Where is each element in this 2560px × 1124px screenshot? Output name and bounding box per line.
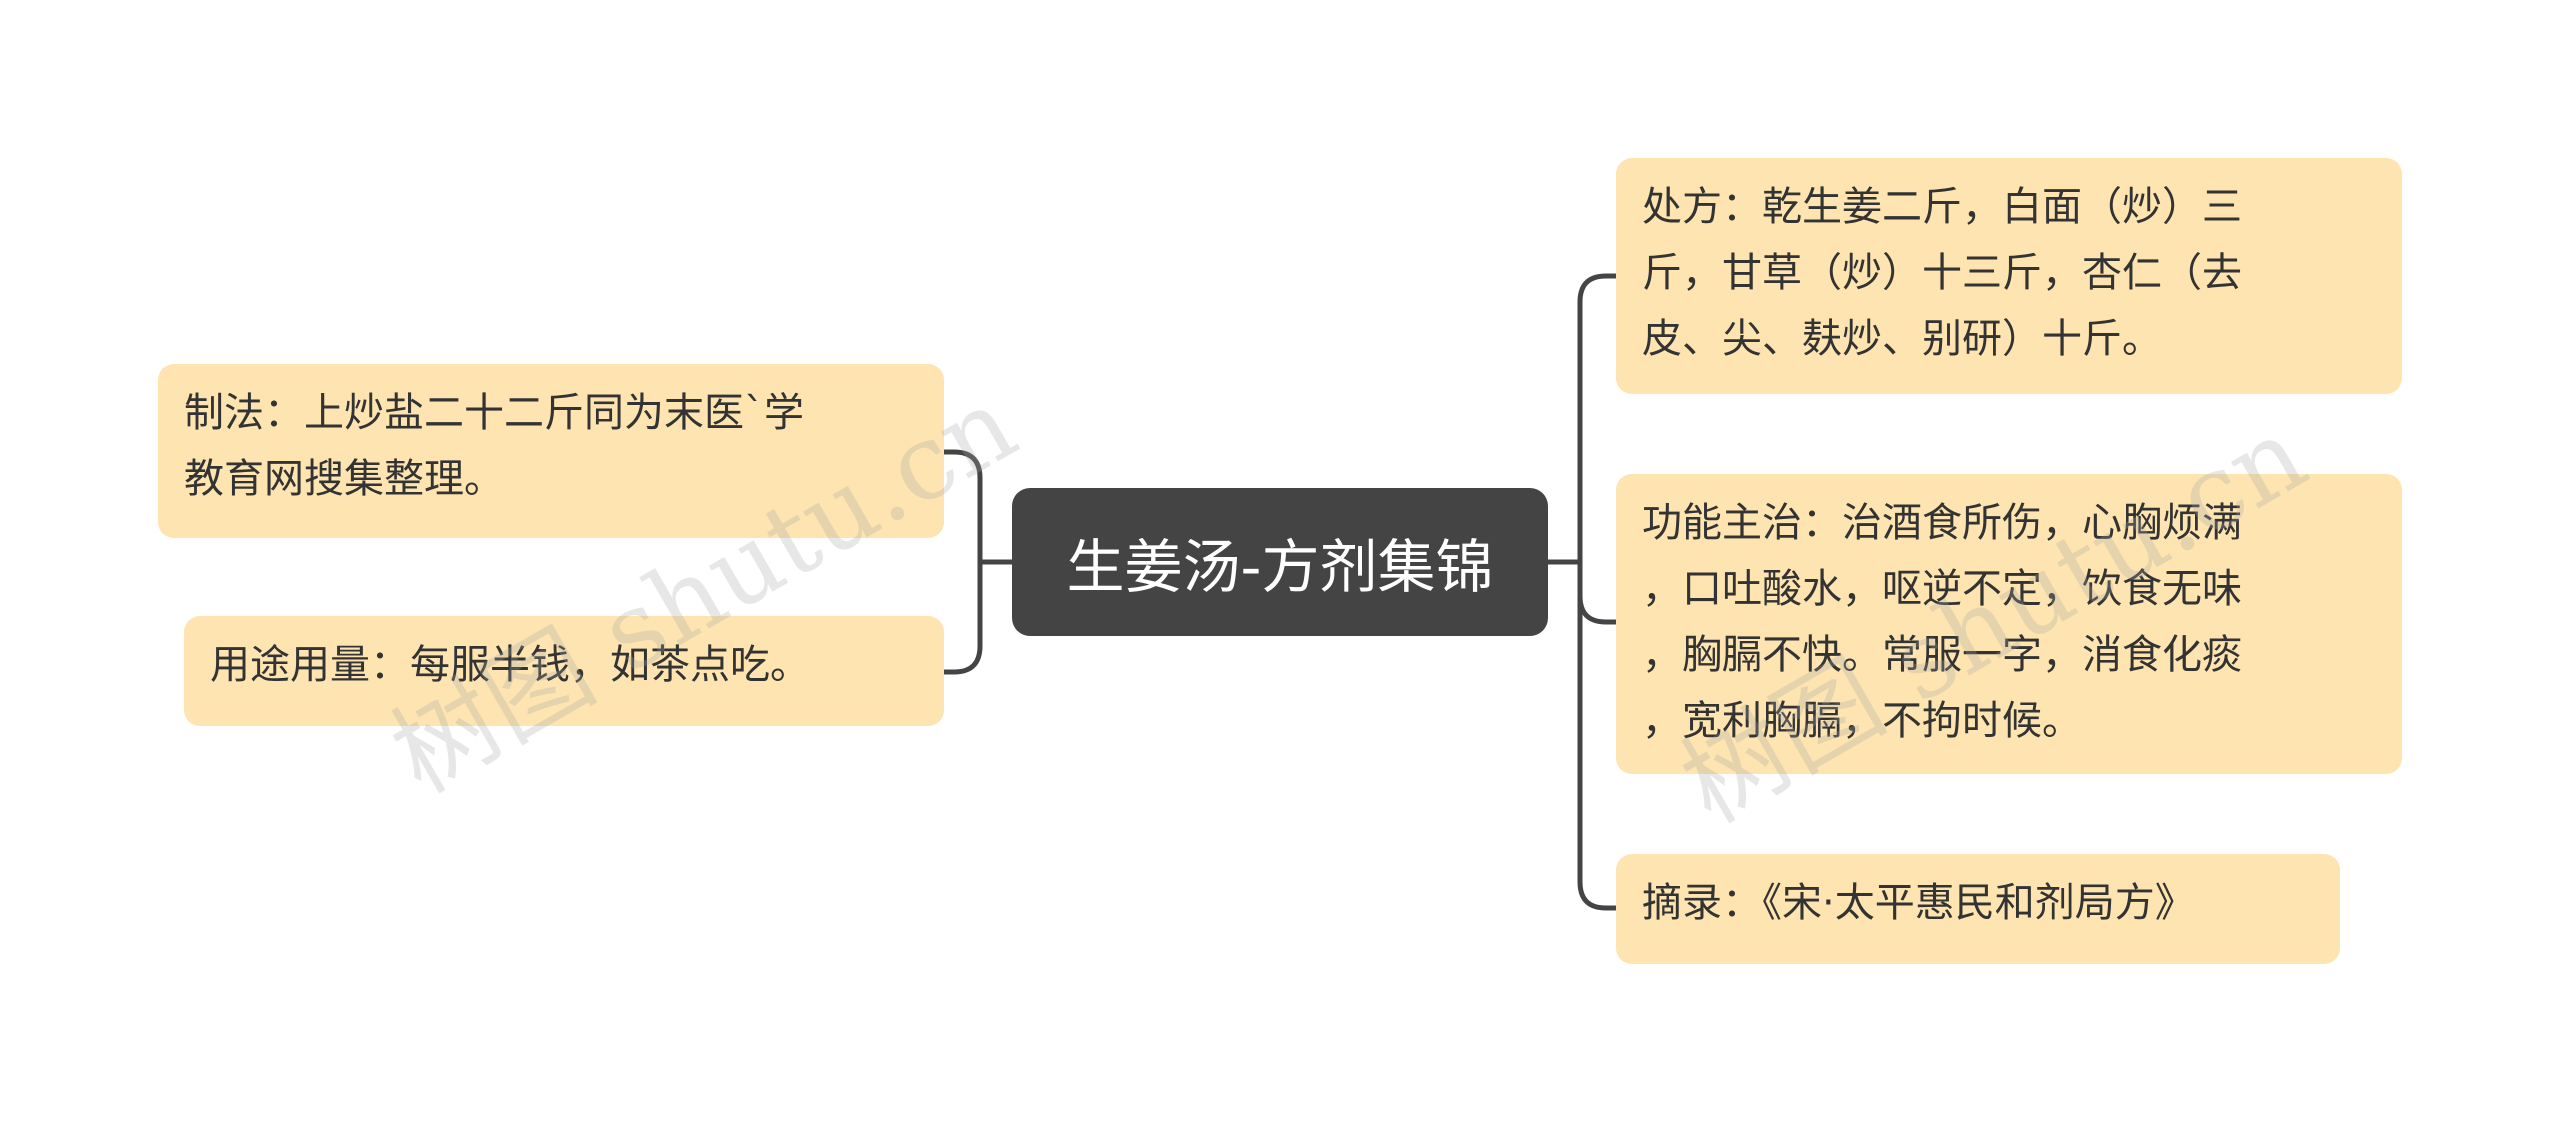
node-gongneng-line-4: ，宽利胸膈，不拘时候。	[1642, 698, 2082, 744]
connector-left-yongtu	[941, 559, 983, 675]
node-zhifa[interactable]: 制法：上炒盐二十二斤同为末医`学 教育网搜集整理。	[158, 364, 944, 538]
node-chufang-line-2: 斤，甘草（炒）十三斤，杏仁（去	[1642, 250, 2242, 296]
connector-right-gongneng	[1577, 559, 1619, 625]
root-title: 生姜汤-方剂集锦	[1066, 533, 1494, 601]
node-chufang-line-3: 皮、尖、麸炒、别研）十斤。	[1642, 316, 2162, 362]
node-chufang[interactable]: 处方：乾生姜二斤，白面（炒）三 斤，甘草（炒）十三斤，杏仁（去 皮、尖、麸炒、别…	[1616, 158, 2402, 394]
node-gongneng-line-2: ，口吐酸水，呕逆不定，饮食无味	[1642, 566, 2242, 612]
connector-right-chufang	[1577, 273, 1619, 565]
connector-right-zhailu	[1577, 559, 1619, 911]
node-yongtu-line-1: 用途用量：每服半钱，如茶点吃。	[210, 642, 810, 688]
node-zhifa-line-1: 制法：上炒盐二十二斤同为末医`学	[184, 390, 804, 436]
node-gongneng[interactable]: 功能主治：治酒食所伤，心胸烦满 ，口吐酸水，呕逆不定，饮食无味 ，胸膈不快。常服…	[1616, 474, 2402, 774]
connector-left-zhifa	[941, 449, 983, 565]
node-gongneng-line-1: 功能主治：治酒食所伤，心胸烦满	[1642, 500, 2242, 546]
node-zhailu-line-1: 摘录：《宋·太平惠民和剂局方》	[1642, 880, 2195, 926]
node-zhailu[interactable]: 摘录：《宋·太平惠民和剂局方》	[1616, 854, 2340, 964]
node-zhifa-line-2: 教育网搜集整理。	[184, 456, 504, 502]
node-chufang-line-1: 处方：乾生姜二斤，白面（炒）三	[1642, 184, 2242, 230]
node-gongneng-line-3: ，胸膈不快。常服一字，消食化痰	[1642, 632, 2242, 678]
root-node[interactable]: 生姜汤-方剂集锦	[1012, 488, 1548, 636]
node-yongtu[interactable]: 用途用量：每服半钱，如茶点吃。	[184, 616, 944, 726]
